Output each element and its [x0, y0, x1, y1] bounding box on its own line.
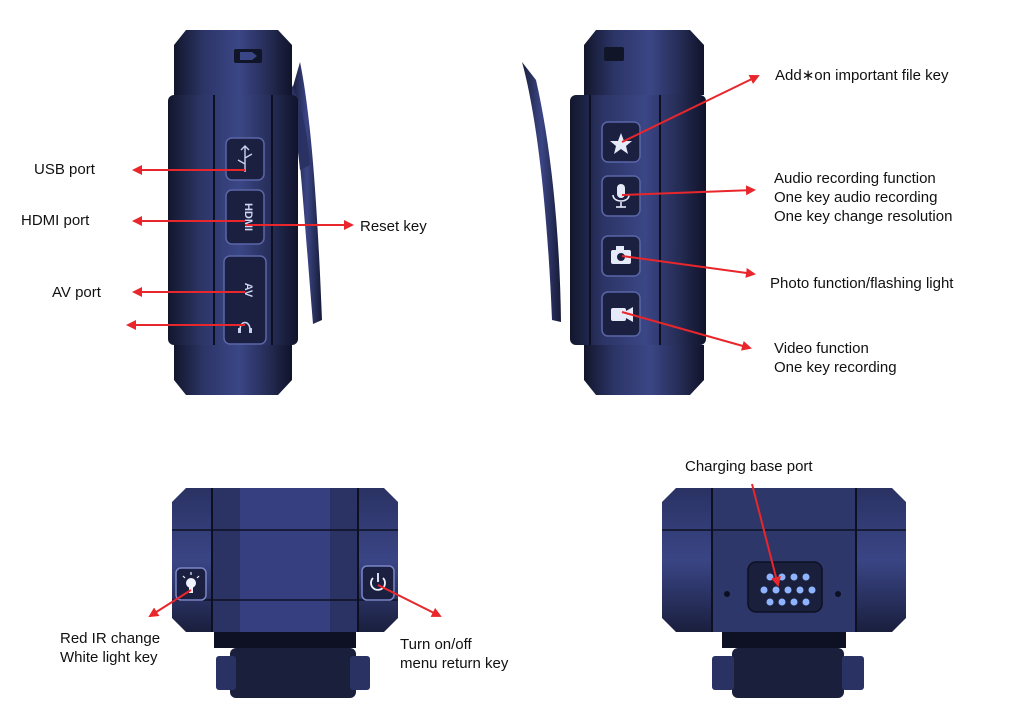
- audio-function-line: One key change resolution: [774, 208, 953, 225]
- av-label: AV: [242, 283, 254, 298]
- bottom-cap: [174, 345, 292, 395]
- ir-light-key-line: Red IR change: [60, 630, 161, 647]
- reset-key-label: Reset key: [360, 218, 427, 235]
- arrow-power: [377, 584, 442, 617]
- power-button[interactable]: [361, 565, 395, 601]
- hdmi-port-label: HDMI port: [21, 212, 90, 229]
- photo-button[interactable]: [601, 235, 641, 277]
- charging-base-port-label: Charging base port: [685, 458, 813, 475]
- belt-clip: [522, 62, 561, 322]
- camera-icon: [611, 246, 631, 264]
- arrow-ir-light: [148, 589, 192, 618]
- power-key-line: Turn on/off: [400, 636, 472, 653]
- ir-light-button[interactable]: [175, 567, 207, 601]
- usb-port-cover[interactable]: [225, 137, 265, 181]
- arrow-video: [621, 311, 752, 351]
- video-button[interactable]: [601, 291, 641, 337]
- power-key-label: Turn on/off menu return key: [400, 635, 508, 673]
- important-file-key-label: Add∗on important file key: [775, 67, 949, 84]
- charging-base-connector[interactable]: [747, 561, 823, 613]
- hdmi-label: HDMI: [242, 203, 254, 231]
- arrow-important-file: [621, 74, 760, 143]
- callout-arrows: [126, 74, 781, 618]
- audio-function-line: Audio recording function: [774, 170, 936, 187]
- bottom-cap: [584, 345, 704, 395]
- photo-function-label: Photo function/flashing light: [770, 275, 954, 292]
- clip-mount: [732, 648, 844, 698]
- device-right-side-view: [522, 30, 706, 395]
- arrow-audio: [621, 185, 756, 196]
- important-file-button[interactable]: [601, 121, 641, 163]
- av-port-label: AV port: [52, 284, 101, 301]
- usb-icon: [237, 145, 253, 172]
- audio-record-button[interactable]: [601, 175, 641, 217]
- arrow-photo: [621, 255, 756, 278]
- video-function-line: One key recording: [774, 359, 897, 376]
- star-icon: [610, 133, 632, 154]
- device-rear-view: [662, 488, 906, 698]
- clip-mount: [230, 648, 356, 698]
- hdmi-port-cover[interactable]: HDMI: [225, 189, 265, 245]
- power-icon: [370, 573, 386, 591]
- top-cap: [584, 30, 704, 95]
- audio-function-label: Audio recording function One key audio r…: [774, 169, 952, 226]
- ir-light-key-line: White light key: [60, 649, 158, 666]
- headphone-icon: [239, 321, 251, 331]
- device-left-side-view: HDMI AV: [168, 30, 322, 395]
- video-function-line: Video function: [774, 340, 869, 357]
- device-front-view: [172, 488, 398, 698]
- power-key-line: menu return key: [400, 655, 509, 672]
- video-function-label: Video function One key recording: [774, 339, 897, 377]
- audio-function-line: One key audio recording: [774, 189, 938, 206]
- usb-port-label: USB port: [34, 161, 95, 178]
- ir-light-key-label: Red IR change White light key: [60, 629, 160, 667]
- av-port-cover[interactable]: AV: [223, 255, 267, 345]
- top-cap: [174, 30, 292, 95]
- arrow-charging: [751, 483, 781, 587]
